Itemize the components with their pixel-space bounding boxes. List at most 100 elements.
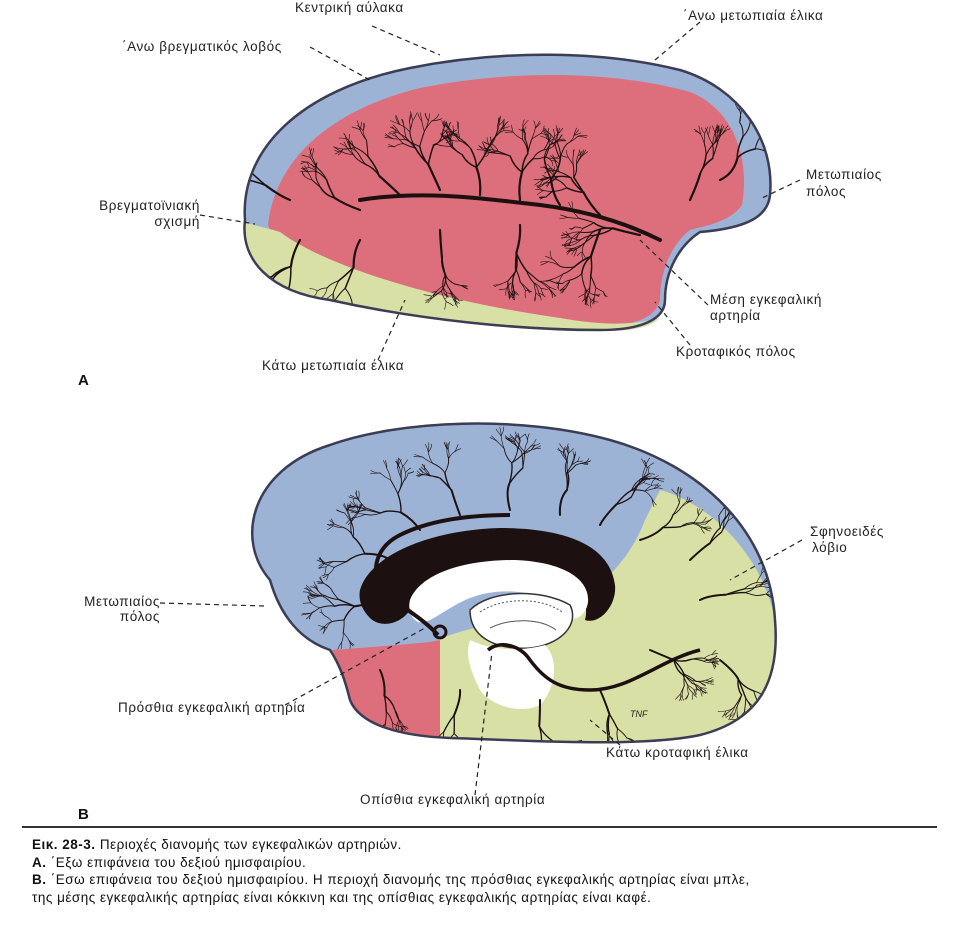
vessel-branch	[651, 498, 655, 507]
vessel-branch	[421, 474, 431, 477]
vessel-branch	[350, 521, 354, 538]
vessel-branch	[461, 153, 478, 168]
vessel-branch	[475, 148, 488, 168]
vessel-branch	[229, 181, 237, 184]
vessel-branch	[530, 442, 541, 447]
vessel-branch	[454, 296, 460, 302]
vessel-branch	[357, 504, 362, 513]
vessel-branch	[416, 470, 423, 476]
vessel-branch	[570, 239, 582, 246]
vessel-branch	[547, 167, 554, 173]
vessel-branch	[386, 468, 392, 481]
vessel-branch	[427, 451, 434, 464]
vessel-branch	[571, 201, 573, 210]
vessel-branch	[434, 143, 442, 146]
vessel-branch	[502, 118, 505, 128]
vessel-branch	[607, 713, 611, 735]
vessel-branch	[747, 104, 749, 113]
vessel-branch	[272, 265, 292, 280]
vessel-branch	[310, 602, 321, 609]
vessel-branch	[422, 456, 434, 464]
vessel-branch	[675, 693, 681, 700]
vessel-branch	[712, 660, 720, 662]
vessel-branch	[566, 248, 573, 253]
vessel-branch	[555, 161, 560, 173]
vessel-branch	[342, 632, 350, 641]
vessel-branch	[397, 478, 402, 495]
vessel-branch	[546, 759, 550, 768]
vessel-branch	[551, 160, 553, 166]
vessel-branch	[700, 682, 706, 687]
vessel-branch	[573, 453, 575, 459]
artist-signature: TNF	[630, 709, 648, 719]
vessel-branch	[443, 714, 455, 733]
vessel-branch	[538, 725, 554, 743]
vessel-branch	[609, 761, 615, 767]
vessel-branch	[577, 228, 584, 236]
caption-b-line2: της μέσης εγκεφαλικής αρτηρίας είναι κόκ…	[32, 889, 652, 905]
vessel-branch	[382, 460, 388, 469]
vessel-branch	[515, 223, 522, 254]
vessel-branch	[757, 717, 759, 725]
vessel-branch	[288, 315, 295, 325]
vessel-branch	[538, 292, 542, 301]
vessel-branch	[383, 694, 387, 713]
vessel-branch	[511, 291, 515, 299]
vessel-branch	[432, 462, 446, 474]
vessel-branch	[327, 523, 335, 525]
vessel-branch	[696, 508, 699, 516]
vessel-branch	[244, 278, 247, 286]
vessel-branch	[315, 162, 318, 170]
vessel-branch	[211, 167, 220, 169]
vessel-branch	[693, 689, 701, 691]
vessel-branch	[350, 511, 359, 523]
vessel-branch	[244, 287, 251, 292]
vessel-branch	[565, 448, 569, 455]
vessel-branch	[429, 743, 437, 749]
vessel-branch	[343, 133, 348, 140]
vessel-branch	[244, 287, 251, 292]
vessel-branch	[761, 107, 770, 117]
vessel-branch	[569, 236, 582, 241]
vessel-branch	[744, 697, 747, 712]
vessel-branch	[244, 170, 251, 173]
vessel-branch	[719, 130, 726, 137]
vessel-branch	[322, 595, 335, 607]
vessel-branch	[415, 474, 423, 476]
vessel-branch	[540, 133, 549, 136]
vessel-branch	[573, 127, 578, 136]
vessel-branch	[440, 145, 452, 148]
vessel-branch	[410, 111, 414, 121]
vessel-branch	[219, 168, 232, 171]
vessel-branch	[494, 152, 511, 157]
vessel-branch	[454, 297, 463, 301]
vessel-branch	[578, 294, 585, 298]
vessel-branch	[264, 184, 292, 202]
vessel-branch	[356, 490, 358, 500]
vessel-branch	[397, 467, 402, 480]
vessel-branch	[720, 125, 724, 134]
vessel-branch	[427, 297, 433, 304]
vessel-branch	[548, 288, 556, 297]
vessel-branch	[581, 149, 586, 157]
vessel-branch	[419, 130, 425, 148]
vessel-branch	[549, 280, 558, 284]
vessel-branch	[639, 475, 646, 480]
vessel-branch	[552, 171, 558, 180]
vessel-branch	[575, 744, 582, 748]
vessel-branch	[441, 128, 449, 137]
vessel-branch	[730, 505, 734, 512]
vessel-branch	[299, 312, 306, 320]
vessel-branch	[743, 585, 761, 590]
vessel-branch	[566, 149, 569, 158]
vessel-branch	[644, 485, 652, 492]
vessel-branch	[568, 226, 576, 229]
vessel-branch	[336, 510, 345, 514]
vessel-branch	[548, 770, 554, 773]
vessel-branch	[302, 602, 312, 604]
vessel-branch	[391, 732, 395, 742]
vessel-branch	[757, 712, 760, 720]
vessel-branch	[438, 228, 444, 259]
vessel-branch	[356, 503, 359, 513]
vessel-branch	[244, 290, 250, 295]
